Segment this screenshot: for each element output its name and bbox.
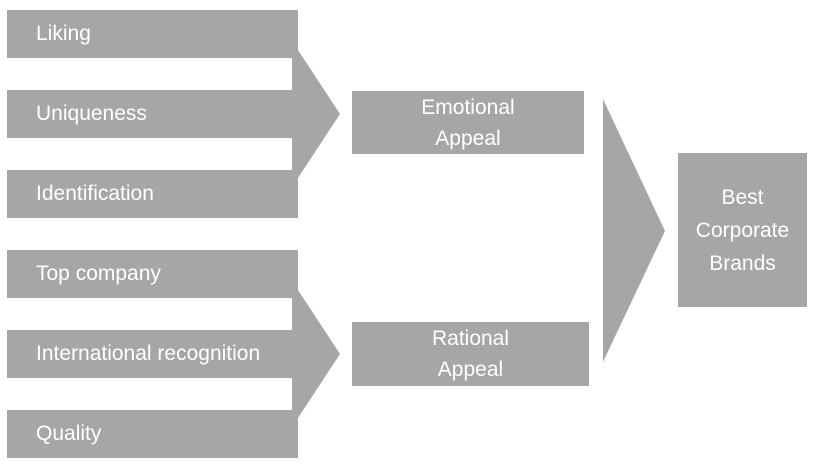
rational-merge-arrow [292, 290, 340, 418]
rational-appeal-box [352, 322, 589, 386]
emotional-factor-group [7, 10, 340, 218]
factor-box-quality [7, 410, 298, 458]
factor-box-international-recognition [7, 330, 298, 378]
factor-label-identification: Identification [36, 182, 154, 205]
factor-box-liking [7, 10, 298, 58]
result-label: Best Corporate Brands [695, 185, 790, 275]
factor-label-quality: Quality [36, 422, 102, 445]
factor-label-international-recognition: International recognition [36, 342, 261, 365]
result-chevron-arrow [603, 99, 665, 362]
factor-box-top-company [7, 250, 298, 298]
factor-box-identification [7, 170, 298, 218]
factor-label-top-company: Top company [36, 262, 161, 285]
emotional-appeal-label: Emotional Appeal [421, 95, 515, 150]
factor-label-liking: Liking [36, 22, 91, 45]
rational-appeal-label: Rational Appeal [431, 327, 510, 381]
factor-label-uniqueness: Uniqueness [36, 102, 147, 125]
emotional-appeal-box [352, 91, 584, 154]
rational-factor-group [7, 250, 340, 458]
factor-box-uniqueness [7, 90, 298, 138]
emotional-merge-arrow [292, 50, 340, 178]
result-box [678, 153, 807, 307]
